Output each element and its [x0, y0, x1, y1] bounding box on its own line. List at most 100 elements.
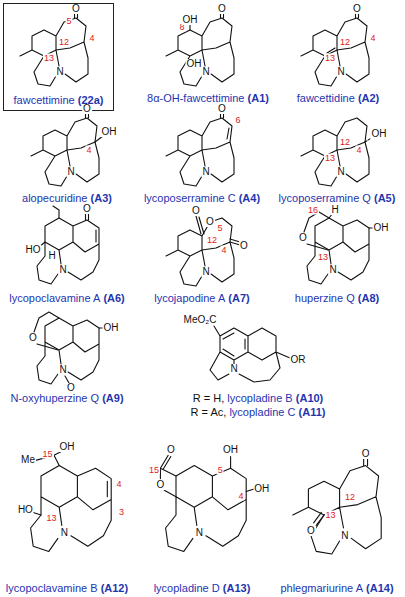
- atom-number: 13: [45, 513, 57, 522]
- name-line: lycojapodine A(A7): [154, 292, 249, 305]
- atom-label: HO: [17, 505, 34, 515]
- atom-number: 13: [324, 511, 336, 520]
- compound-id: (A2): [358, 92, 379, 104]
- a5-structure: [301, 118, 373, 186]
- compound-id: (A6): [103, 292, 124, 304]
- compound-name: lycopladine D: [154, 582, 220, 594]
- compound-name: lycopoclavamine A: [9, 292, 100, 304]
- atom-label: N: [201, 267, 210, 277]
- compound-name: lycopoclavamine B: [6, 582, 98, 594]
- a1-structure: [166, 13, 234, 86]
- atom-number: 4: [115, 479, 122, 488]
- atom-label: N: [60, 528, 69, 538]
- atom-label: OH: [101, 127, 118, 137]
- atom-number: 4: [355, 146, 362, 155]
- atom-label: OH: [373, 223, 390, 233]
- atom-label: OR: [290, 355, 307, 365]
- a4-structure: [166, 113, 234, 186]
- a7-structure: [166, 216, 240, 286]
- compound-id: (A7): [228, 292, 249, 304]
- name-line: lycopoclavamine A(A6): [9, 292, 125, 305]
- compound-name: lycojapodine A: [154, 292, 225, 304]
- atom-label: N: [58, 365, 67, 375]
- atom-number: 12: [206, 236, 218, 245]
- highlight-box: fawcettimine(22a): [3, 3, 114, 111]
- compound-name: lycopladine C: [229, 406, 295, 418]
- a8-structure: [304, 212, 375, 284]
- name-line: R = Ac,lycopladine C (A11): [191, 406, 326, 419]
- atom-label: O: [82, 204, 92, 214]
- atom-label: O: [191, 206, 201, 216]
- atom-number: 13: [317, 253, 329, 262]
- atom-label: OH: [186, 59, 203, 69]
- atom-number: 13: [324, 54, 336, 63]
- atom-label: O: [298, 233, 308, 243]
- atom-label: O: [361, 449, 371, 459]
- atom-label: N: [58, 265, 67, 275]
- atom-number: 16: [307, 206, 319, 215]
- atom-label: N: [55, 67, 64, 77]
- compound-name: huperzine Q: [295, 292, 355, 304]
- compound-id: (A14): [366, 582, 394, 594]
- atom-label: H: [47, 251, 56, 261]
- atom-label: N: [201, 67, 210, 77]
- compound-name: lycoposerramine C: [144, 192, 236, 204]
- atom-number: 12: [339, 138, 351, 147]
- atom-label: O: [306, 526, 316, 536]
- a14-structure: [293, 459, 381, 554]
- substituent-note: R = H,: [193, 392, 224, 404]
- atom-label: H: [330, 205, 339, 215]
- compound-name: lycoposerramine Q: [279, 192, 371, 204]
- compound-id: (A1): [248, 92, 269, 104]
- atom-label: O: [217, 104, 227, 114]
- atom-label: O: [205, 217, 215, 227]
- a13-structure: [160, 455, 254, 551]
- atom-number: 5: [65, 17, 72, 26]
- atom-number: 12: [339, 38, 351, 47]
- atom-label: N: [336, 67, 345, 77]
- name-line: lycoposerramine C(A4): [144, 192, 260, 205]
- atom-number: 5: [217, 465, 224, 474]
- atom-label: HO: [25, 245, 42, 255]
- atom-number: 13: [324, 154, 336, 163]
- atom-label: N: [66, 167, 75, 177]
- atom-label: O: [217, 4, 227, 14]
- atom-number: 4: [220, 246, 227, 255]
- compound-id: (A13): [223, 582, 251, 594]
- compound-name: alopecuridine: [22, 192, 87, 204]
- atom-number: 4: [369, 34, 376, 43]
- atom-label: O: [28, 333, 38, 343]
- a3-structure: [31, 113, 103, 186]
- atom-number: 13: [43, 54, 55, 63]
- fawcettimine-structure: [20, 13, 88, 86]
- atom-number: 4: [85, 146, 92, 155]
- atom-label: N: [201, 167, 210, 177]
- atom-number: 6: [234, 116, 241, 125]
- atom-label: O: [166, 445, 176, 455]
- a12-structure: [31, 451, 112, 551]
- atom-label: OH: [222, 445, 239, 455]
- compound-name: N-oxyhuperzine Q: [10, 392, 99, 404]
- name-line: phlegmariurine A(A14): [280, 582, 393, 595]
- atom-label: Me: [20, 455, 36, 465]
- compound-id: (A12): [101, 582, 129, 594]
- name-line: 8α-OH-fawcettimine(A1): [147, 92, 269, 105]
- atom-number: 5: [216, 224, 223, 233]
- atom-label: N: [340, 531, 349, 541]
- a6-structure: [37, 206, 99, 284]
- atom-label: O: [239, 241, 249, 251]
- compound-name: phlegmariurine A: [280, 582, 363, 594]
- compound-id: (A11): [299, 406, 326, 418]
- name-line: alopecuridine(A3): [22, 192, 112, 205]
- compound-id: (A5): [374, 192, 395, 204]
- atom-label: OH: [59, 442, 76, 452]
- substituent-note: R = Ac,: [191, 406, 227, 418]
- atom-label: MeO₂C: [183, 315, 218, 325]
- compound-name: lycopladine B: [227, 392, 292, 404]
- name-line: fawcettidine(A2): [297, 92, 380, 105]
- a2-structure: [301, 13, 369, 86]
- name-line: huperzine Q(A8): [295, 292, 379, 305]
- compound-id: (A8): [358, 292, 379, 304]
- atom-label: O: [352, 4, 362, 14]
